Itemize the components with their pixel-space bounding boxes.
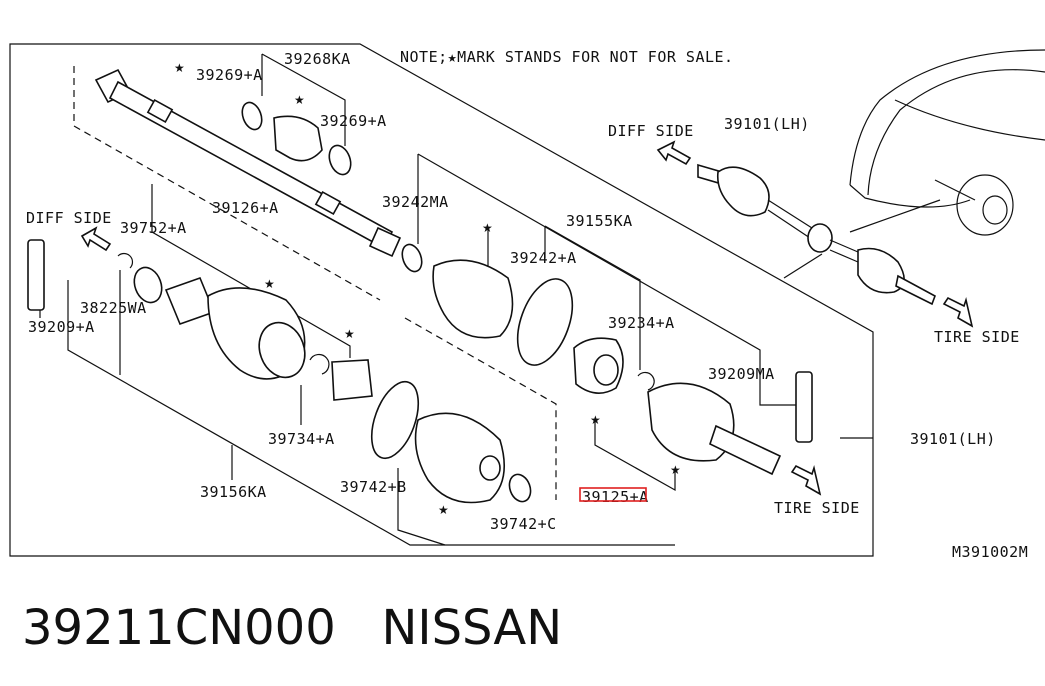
- star-icon: ★: [294, 93, 305, 107]
- star-icon: ★: [174, 61, 185, 75]
- label-39734a: 39734+A: [268, 430, 335, 448]
- drive-shaft-exploded-diagram: ★ ★ ★ ★ ★ ★ ★ ★: [9, 43, 1045, 561]
- label-39155ka: 39155KA: [566, 212, 633, 230]
- label-39209ma: 39209MA: [708, 365, 775, 383]
- outer-joint-group: [401, 243, 813, 476]
- shaft-overview: [697, 163, 941, 306]
- not-for-sale-stars: ★ ★ ★ ★ ★ ★ ★ ★: [174, 61, 681, 517]
- label-diff-side-left: DIFF SIDE: [26, 209, 112, 227]
- diagram-frame: [9, 43, 874, 557]
- label-39269a-top: 39269+A: [196, 66, 263, 84]
- car-silhouette: [849, 49, 1045, 236]
- arrow-left-icon: [80, 226, 112, 252]
- arrow-down-right-icon: [790, 464, 822, 496]
- label-39209a: 39209+A: [28, 318, 95, 336]
- drive-shaft-bar: [94, 68, 402, 258]
- label-diff-side-top: DIFF SIDE: [608, 122, 694, 140]
- label-39268ka: 39268KA: [284, 50, 351, 68]
- highlight-box-39125a: [579, 487, 647, 502]
- arrow-up-left-icon: [656, 140, 692, 166]
- label-39234a: 39234+A: [608, 314, 675, 332]
- upper-boot-group: [241, 101, 352, 176]
- label-39742c: 39742+C: [490, 515, 557, 533]
- label-39752a: 39752+A: [120, 219, 187, 237]
- label-39242a: 39242+A: [510, 249, 577, 267]
- label-39156ka: 39156KA: [200, 483, 267, 501]
- label-39742b: 39742+B: [340, 478, 407, 496]
- star-icon: ★: [344, 327, 355, 341]
- label-39269a-mid: 39269+A: [320, 112, 387, 130]
- brand-name: NISSAN: [381, 600, 563, 656]
- arrow-down-right-icon: [942, 296, 974, 328]
- note-text: NOTE;★MARK STANDS FOR NOT FOR SALE.: [400, 48, 734, 66]
- star-icon: ★: [482, 221, 493, 235]
- label-39125a: 39125+A: [582, 488, 649, 506]
- label-39242ma: 39242MA: [382, 193, 449, 211]
- star-icon: ★: [590, 413, 601, 427]
- star-icon: ★: [438, 503, 449, 517]
- guide-dash-lower: [404, 317, 557, 500]
- label-tire-side-bottom: TIRE SIDE: [774, 499, 860, 517]
- guide-dash-upper: [73, 66, 381, 301]
- star-icon: ★: [264, 277, 275, 291]
- star-icon: ★: [670, 463, 681, 477]
- label-39101lh-top: 39101(LH): [724, 115, 810, 133]
- part-number: 39211CN000: [22, 600, 336, 656]
- direction-arrows: [80, 140, 974, 496]
- figure-code: M391002M: [952, 543, 1028, 561]
- label-tire-side-right: TIRE SIDE: [934, 328, 1020, 346]
- label-39101lh-right: 39101(LH): [910, 430, 996, 448]
- label-39126a: 39126+A: [212, 199, 279, 217]
- inner-joint-group: [27, 239, 532, 504]
- label-38225wa: 38225WA: [80, 299, 147, 317]
- part-caption: 39211CN000 NISSAN: [22, 598, 1022, 658]
